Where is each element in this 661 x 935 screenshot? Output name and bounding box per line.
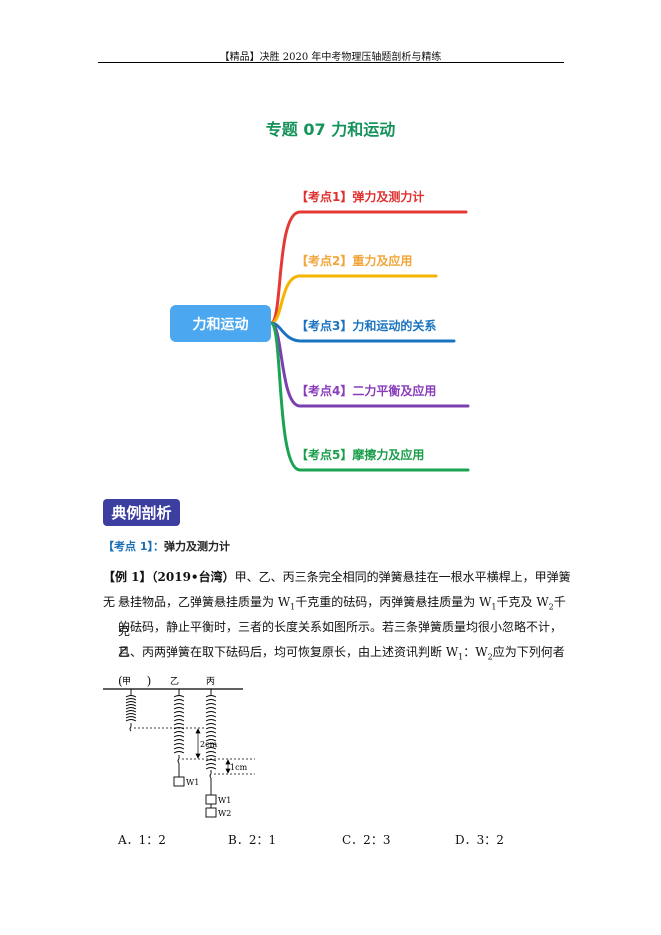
question-line-3: 的砝码，静止平衡时，三者的长度关系如图所示。若三条弹簧质量均很小忽略不计，且 [118, 620, 563, 659]
connector-5 [269, 321, 470, 472]
node-1-label: 弹力及测力计 [352, 190, 425, 204]
connector-2 [269, 274, 438, 325]
mindmap-root: 力和运动 [170, 305, 271, 342]
spring-bing [205, 689, 217, 818]
label-w1: W1 [186, 778, 199, 787]
dimension-arrows [195, 728, 231, 774]
question-label: 【例 1】 [103, 570, 152, 584]
subscript-1: 1 [491, 602, 497, 612]
question-line-4: 乙、丙两弹簧在取下砝码后，均可恢复原长，由上述资讯判断 W1：W2应为下列何者(… [118, 640, 573, 694]
label-w1-bing: W1 [218, 796, 231, 805]
page-title: 专题 07 力和运动 [265, 120, 396, 139]
subscript-2: 2 [487, 652, 493, 662]
mindmap-node-3: 【考点3】力和运动的关系 [296, 317, 436, 334]
node-3-tag: 【考点3】 [296, 319, 353, 333]
question-source: （2019•台湾） [151, 570, 235, 584]
node-4-label: 二力平衡及应用 [352, 384, 437, 398]
node-3-label: 力和运动的关系 [352, 319, 437, 333]
node-5-tag: 【考点5】 [296, 448, 353, 462]
spring-figure: 甲 乙 丙 W1 W1 W2 [103, 676, 255, 818]
question-text-2c: 千克及 W [496, 595, 549, 609]
page-header: 【精品】决胜 2020 年中考物理压轴题剖析与精练 [219, 52, 442, 63]
subscript-1: 1 [290, 602, 296, 612]
node-5-label: 摩擦力及应用 [352, 448, 425, 462]
spring-yi [173, 689, 185, 787]
reference-lines [134, 727, 255, 775]
header-divider [98, 62, 564, 63]
node-4-tag: 【考点4】 [296, 384, 353, 398]
label-bing: 丙 [206, 676, 215, 687]
option-b[interactable]: B．2：1 [228, 833, 277, 847]
kaodian-sep: ： [152, 540, 164, 553]
section-badge: 典例剖析 [103, 499, 180, 526]
question-text-4b: ：W [463, 645, 488, 659]
question-text-2a: 悬挂物品，乙弹簧悬挂质量为 W [118, 595, 291, 609]
question-text-4a: 乙、丙两弹簧在取下砝码后，均可恢复原长，由上述资讯判断 W [118, 645, 459, 659]
dim-1cm: 1cm [230, 763, 248, 772]
kaodian-tag: 【考点 1】 [103, 540, 153, 553]
node-2-tag: 【考点2】 [296, 254, 353, 268]
mindmap-node-1: 【考点1】弹力及测力计 [296, 188, 424, 205]
question-line-1: 【例 1】（2019•台湾）甲、乙、丙三条完全相同的弹簧悬挂在一根水平横桿上，甲… [103, 565, 573, 615]
spring-jia [125, 689, 137, 732]
label-w2: W2 [218, 809, 231, 818]
question-text-2b: 千克重的砝码，丙弹簧悬挂质量为 W [295, 595, 492, 609]
option-a[interactable]: A．1：2 [118, 833, 166, 847]
option-c[interactable]: C．2：3 [342, 833, 391, 847]
label-jia: 甲 [122, 676, 131, 687]
question-text-1: 甲、乙、丙三条完全相同的弹簧悬挂在一根水平横桿上，甲弹簧无 [103, 570, 571, 609]
mindmap-node-2: 【考点2】重力及应用 [296, 252, 412, 269]
kaodian-title: 弹力及测力计 [163, 540, 230, 553]
subscript-2: 2 [548, 602, 554, 612]
node-1-tag: 【考点1】 [296, 190, 353, 204]
question-text-4c: 应为下列何者( ) [118, 645, 565, 689]
node-2-label: 重力及应用 [352, 254, 413, 268]
subscript-1: 1 [458, 652, 464, 662]
question-text-2d: 千克 [118, 595, 566, 639]
mindmap-node-5: 【考点5】摩擦力及应用 [296, 446, 424, 463]
mindmap-node-4: 【考点4】二力平衡及应用 [296, 382, 436, 399]
dim-2cm: 2cm [200, 740, 218, 749]
connector-1 [269, 210, 468, 325]
question-line-2: 悬挂物品，乙弹簧悬挂质量为 W1千克重的砝码，丙弹簧悬挂质量为 W1千克及 W2… [118, 590, 573, 644]
option-d[interactable]: D．3：2 [455, 833, 504, 847]
kaodian-heading: 【考点 1】：弹力及测力计 [103, 538, 230, 554]
label-yi: 乙 [170, 676, 179, 687]
